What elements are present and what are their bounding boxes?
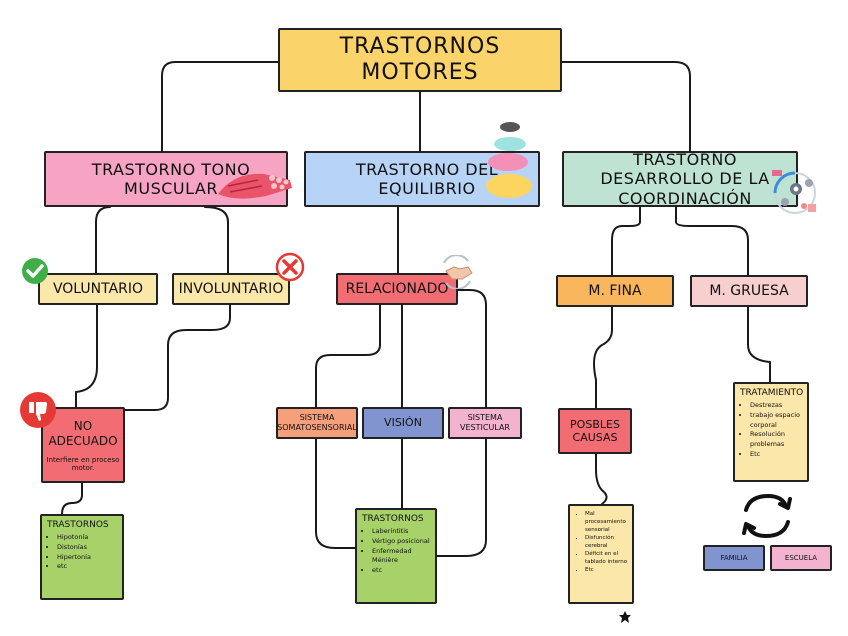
muscle-icon bbox=[218, 173, 292, 199]
star-doodle-icon bbox=[619, 611, 631, 623]
list-item: Hipertonía bbox=[57, 553, 118, 563]
list-item: Déficit en el tablado interno bbox=[585, 551, 628, 567]
node-familia: FAMILIA bbox=[703, 545, 765, 571]
list-heading: TRASTORNOS bbox=[47, 520, 109, 530]
no-adecuado-note: Interfiere en proceso motor. bbox=[46, 456, 120, 473]
list-item: Mal procesamiento sensorial bbox=[585, 511, 628, 535]
check-icon bbox=[22, 258, 48, 284]
no-adecuado-label: NO ADECUADO bbox=[48, 419, 118, 448]
node-coordinacion: TRASTORNO DESARROLLO DE LA COORDINACIÓN bbox=[562, 150, 798, 208]
list-item: Laberintitis bbox=[372, 527, 431, 537]
list-item: Etc bbox=[750, 450, 803, 460]
cross-icon bbox=[275, 252, 305, 282]
main-title: TRASTORNOS MOTORES bbox=[278, 28, 562, 92]
handshake-icon bbox=[443, 255, 473, 289]
node-voluntario: VOLUNTARIO bbox=[38, 273, 158, 305]
node-m-fina: M. FINA bbox=[556, 275, 674, 307]
list-item: Enfermedad Ménière bbox=[372, 547, 431, 567]
list-item: Distonías bbox=[57, 543, 118, 553]
list-heading: TRATAMIENTO bbox=[740, 388, 804, 398]
list-trastornos-equilibrio: TRASTORNOS Laberintitis Vértigo posicion… bbox=[355, 508, 437, 604]
gear-network-icon bbox=[772, 170, 816, 214]
cycle-arrows-icon bbox=[742, 493, 792, 539]
node-posibles-causas: POSBLES CAUSAS bbox=[558, 408, 632, 454]
node-m-gruesa: M. GRUESA bbox=[690, 275, 808, 307]
list-item: etc bbox=[372, 566, 431, 576]
thumbs-down-icon bbox=[20, 392, 56, 428]
node-involuntario: INVOLUNTARIO bbox=[172, 273, 290, 305]
list-item: Etc bbox=[585, 567, 628, 575]
list-tratamiento: TRATAMIENTO Destrezas trabajo espacio co… bbox=[733, 382, 809, 482]
node-escuela: ESCUELA bbox=[770, 545, 832, 571]
list-heading: TRASTORNOS bbox=[362, 514, 424, 524]
node-no-adecuado: NO ADECUADO Interfiere en proceso motor. bbox=[41, 407, 125, 483]
list-trastornos-tono: TRASTORNOS Hipotonía Distonías Hipertoní… bbox=[40, 514, 124, 600]
list-item: etc bbox=[57, 562, 118, 572]
node-sistema-somatosensorial: SISTEMA SOMATOSENSORIAL bbox=[276, 407, 358, 439]
list-item: Disfunción cerebral bbox=[585, 535, 628, 551]
list-item: Destrezas bbox=[750, 401, 803, 411]
balance-stones-icon bbox=[486, 122, 532, 198]
node-relacionado: RELACIONADO bbox=[336, 273, 458, 305]
list-item: Hipotonía bbox=[57, 533, 118, 543]
list-causas: Mal procesamiento sensorial Disfunción c… bbox=[568, 504, 634, 604]
list-item: Vértigo posicional bbox=[372, 537, 431, 547]
node-sistema-vesticular: SISTEMA VESTICULAR bbox=[448, 407, 522, 439]
list-item: trabajo espacio corporal bbox=[750, 411, 803, 431]
node-vision: VISIÓN bbox=[362, 407, 444, 439]
list-item: Resolución problemas bbox=[750, 430, 803, 450]
